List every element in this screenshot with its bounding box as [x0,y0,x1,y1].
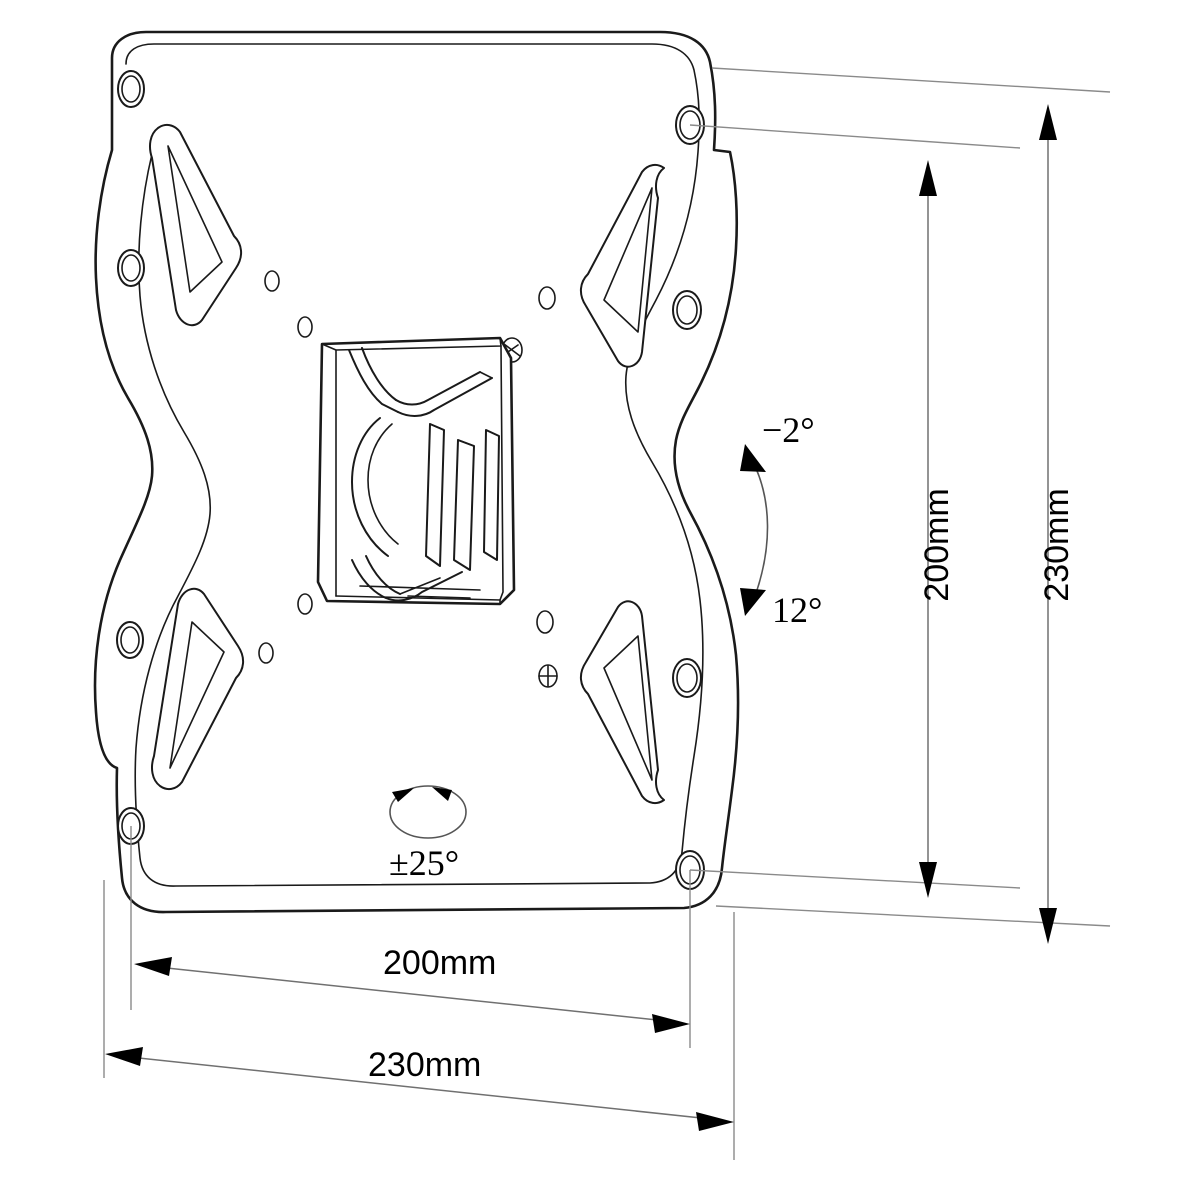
horizontal-dimension-lines [103,826,735,1160]
screw-cross-icon [538,664,558,688]
dimension-label-plate-width: 230mm [368,1046,482,1084]
swivel-ellipse-icon [389,785,467,839]
annotation-label-tilt-down: 12° [772,590,823,630]
tilt-swivel-head-assembly [316,336,516,606]
accessory-holes [258,270,558,688]
dimension-label-plate-height: 230mm [1038,488,1076,602]
dimension-label-vesa-width: 200mm [383,944,497,982]
arm-triangular-cutouts [149,123,665,805]
tilt-arc-icon [740,444,769,616]
vertical-dimension-lines [689,67,1111,944]
annotation-label-swivel: ±25° [389,843,460,883]
annotation-label-tilt-up: −2° [762,410,815,450]
dimension-label-vesa-height: 200mm [918,488,956,602]
